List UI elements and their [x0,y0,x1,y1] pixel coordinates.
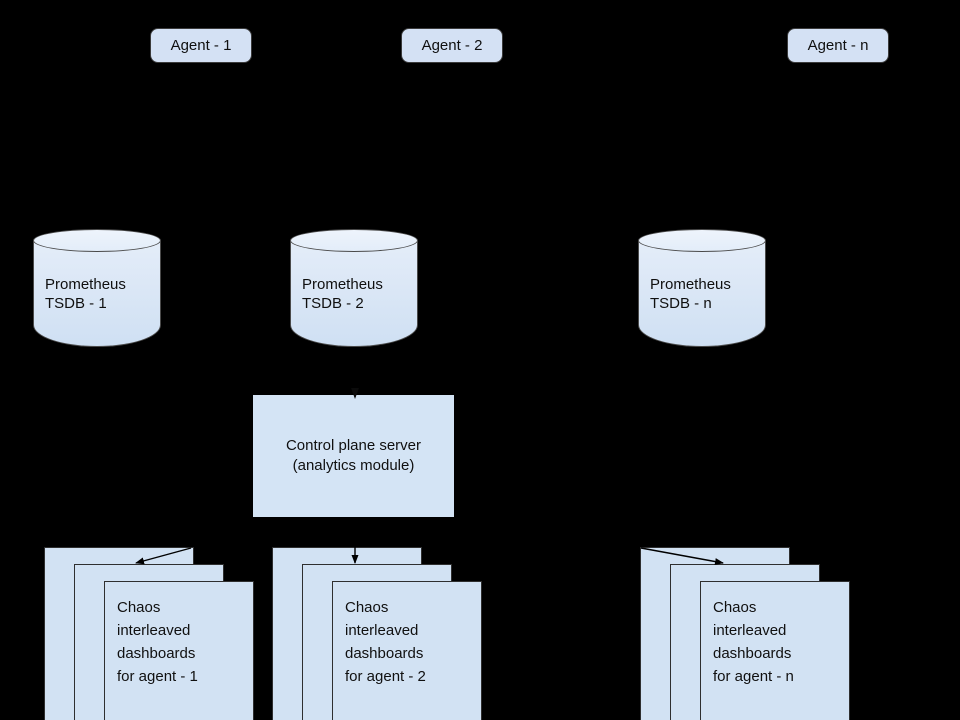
agent-node-n-label: Agent - n [807,37,869,54]
dashboard-card-front[interactable]: Chaos interleaved dashboards for agent -… [332,581,482,720]
cylinder-top-ellipse-icon [638,229,766,252]
dashboard-stack-agent-1-label: Chaos interleaved dashboards for agent -… [117,599,198,685]
database-cylinder-prometheus-tsdb-1[interactable]: Prometheus TSDB - 1 [33,229,161,347]
dashboard-stack-agent-n-label: Chaos interleaved dashboards for agent -… [713,599,794,685]
dashboard-stack-agent-1[interactable]: Chaos interleaved dashboards for agent -… [44,547,254,720]
database-cylinder-prometheus-tsdb-2[interactable]: Prometheus TSDB - 2 [290,229,418,347]
cylinder-top-ellipse-icon [33,229,161,252]
agent-node-2[interactable]: Agent - 2 [401,28,503,63]
dashboard-stack-agent-2-label: Chaos interleaved dashboards for agent -… [345,599,426,685]
database-cylinder-prometheus-tsdb-n[interactable]: Prometheus TSDB - n [638,229,766,347]
agent-node-1-label: Agent - 1 [170,37,232,54]
cylinder-body-icon [638,240,766,347]
cylinder-top-ellipse-icon [290,229,418,252]
agent-node-n[interactable]: Agent - n [787,28,889,63]
dashboard-stack-agent-2[interactable]: Chaos interleaved dashboards for agent -… [272,547,482,720]
agent-node-1[interactable]: Agent - 1 [150,28,252,63]
dashboard-card-front[interactable]: Chaos interleaved dashboards for agent -… [700,581,850,720]
database-cylinder-prometheus-tsdb-1-label: Prometheus TSDB - 1 [45,276,126,312]
control-plane-server-node[interactable]: Control plane server (analytics module) [253,395,454,517]
control-plane-server-label: Control plane server (analytics module) [285,437,422,474]
cylinder-body-icon [290,240,418,347]
database-cylinder-prometheus-tsdb-2-label: Prometheus TSDB - 2 [302,276,383,312]
dashboard-card-front[interactable]: Chaos interleaved dashboards for agent -… [104,581,254,720]
dashboard-stack-agent-n[interactable]: Chaos interleaved dashboards for agent -… [640,547,850,720]
database-cylinder-prometheus-tsdb-n-label: Prometheus TSDB - n [650,276,731,312]
cylinder-body-icon [33,240,161,347]
agent-node-2-label: Agent - 2 [421,37,483,54]
